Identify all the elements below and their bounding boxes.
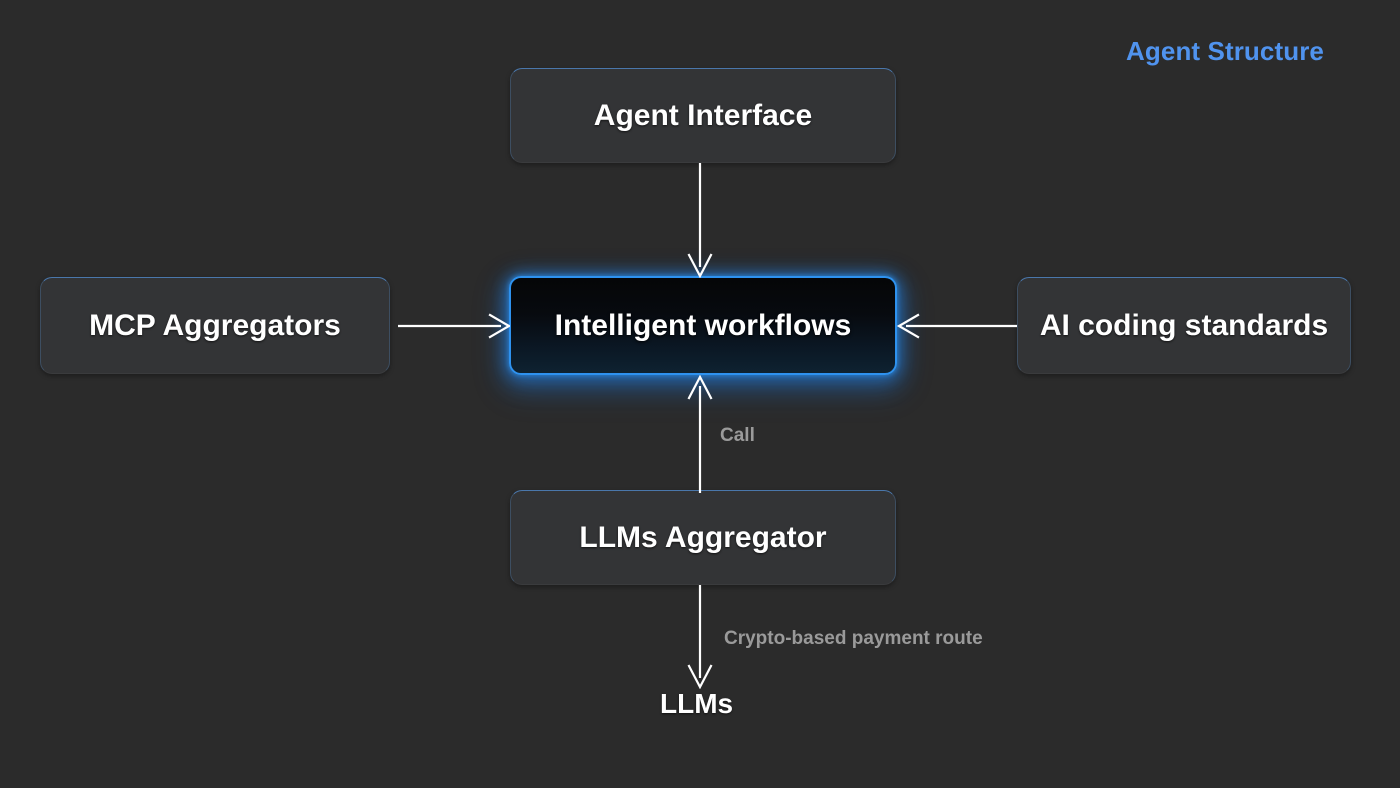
node-agent-interface-label: Agent Interface — [593, 98, 813, 132]
node-mcp-aggregators[interactable]: MCP Aggregators — [40, 277, 390, 374]
arrowhead-right-icon — [488, 313, 510, 339]
connector-mcp-to-workflows — [398, 313, 510, 339]
arrowhead-up-icon — [687, 375, 713, 400]
node-ai-coding-standards[interactable]: AI coding standards — [1017, 277, 1351, 374]
node-llms-aggregator[interactable]: LLMs Aggregator — [510, 490, 896, 585]
node-intelligent-workflows[interactable]: Intelligent workflows — [509, 276, 897, 375]
node-intelligent-workflows-label: Intelligent workflows — [554, 308, 852, 342]
node-mcp-aggregators-label: MCP Aggregators — [89, 308, 341, 342]
connector-aggregator-to-llms — [687, 585, 713, 689]
arrowhead-down-icon — [687, 664, 713, 689]
edge-label-call: Call — [720, 425, 755, 446]
arrowhead-left-icon — [897, 313, 920, 339]
edge-label-crypto: Crypto-based payment route — [724, 628, 983, 649]
arrowhead-down-icon — [687, 253, 713, 278]
node-llms-aggregator-label: LLMs Aggregator — [579, 520, 827, 554]
node-agent-interface[interactable]: Agent Interface — [510, 68, 896, 163]
node-llms: LLMs — [660, 688, 734, 719]
connector-aggregator-to-workflows — [687, 375, 713, 493]
connector-interface-to-workflows — [687, 163, 713, 278]
connector-standards-to-workflows — [897, 313, 1017, 339]
node-ai-coding-standards-label: AI coding standards — [1039, 308, 1329, 342]
diagram-title: Agent Structure — [1126, 36, 1324, 66]
